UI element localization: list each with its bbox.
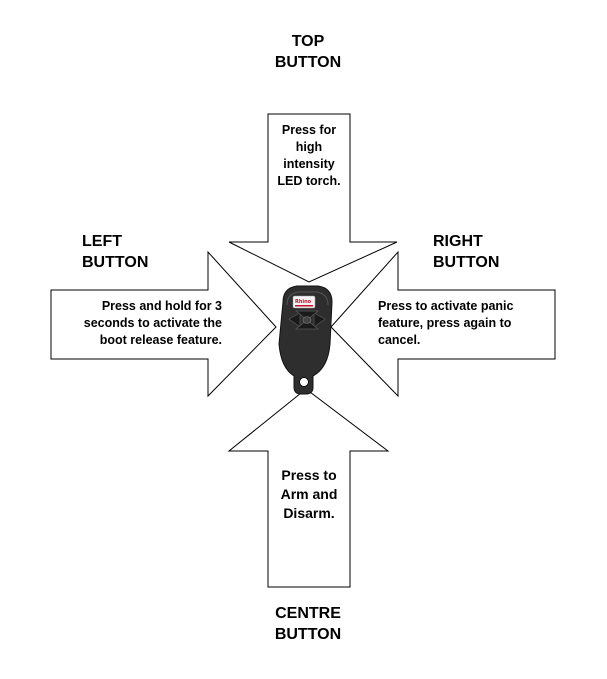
heading-line: LEFT — [82, 231, 182, 252]
heading-line: BUTTON — [258, 624, 358, 645]
description-line: high — [270, 139, 348, 156]
svg-text:Rhino: Rhino — [295, 299, 312, 305]
description-line: feature, press again to — [378, 315, 550, 332]
description-line: Press to activate panic — [378, 298, 550, 315]
description-line: Press and hold for 3 — [55, 298, 222, 315]
heading-line: RIGHT — [433, 231, 533, 252]
right-button-heading: RIGHT BUTTON — [433, 231, 533, 273]
centre-button-heading: CENTRE BUTTON — [258, 603, 358, 645]
heading-line: BUTTON — [268, 52, 348, 73]
description-line: intensity — [270, 156, 348, 173]
right-button-description: Press to activate panic feature, press a… — [378, 298, 550, 349]
description-line: Press to — [270, 466, 348, 485]
heading-line: CENTRE — [258, 603, 358, 624]
top-button-description: Press for high intensity LED torch. — [270, 122, 348, 190]
top-button-heading: TOP BUTTON — [268, 31, 348, 73]
description-line: Press for — [270, 122, 348, 139]
heading-line: BUTTON — [433, 252, 533, 273]
description-line: cancel. — [378, 332, 550, 349]
description-line: LED torch. — [270, 173, 348, 190]
car-alarm-remote-icon: Rhino — [279, 286, 332, 394]
left-button-description: Press and hold for 3 seconds to activate… — [55, 298, 222, 349]
left-button-heading: LEFT BUTTON — [82, 231, 182, 273]
description-line: Arm and — [270, 485, 348, 504]
description-line: seconds to activate the — [55, 315, 222, 332]
description-line: Disarm. — [270, 504, 348, 523]
centre-button-description: Press to Arm and Disarm. — [270, 466, 348, 523]
heading-line: BUTTON — [82, 252, 182, 273]
heading-line: TOP — [268, 31, 348, 52]
description-line: boot release feature. — [55, 332, 222, 349]
